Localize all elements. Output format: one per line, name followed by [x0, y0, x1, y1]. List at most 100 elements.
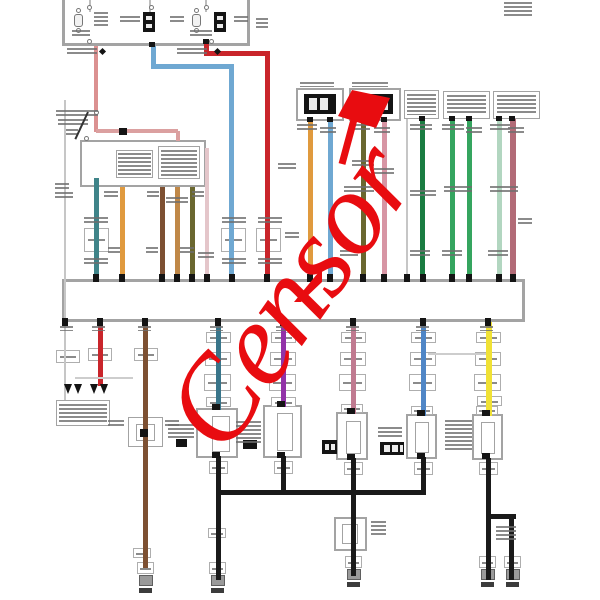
illegible-label-64 [416, 326, 429, 331]
illegible-label-71 [371, 521, 386, 535]
display-glyph-5 [146, 16, 152, 20]
illegible-label-27 [108, 247, 120, 253]
fuse-body-0 [74, 14, 83, 27]
gray-wire-bottom-seg0 [64, 322, 66, 400]
illegible-label-56 [442, 250, 462, 256]
illegible-label-31 [278, 163, 296, 169]
green-wire-1-seg0 [450, 119, 455, 279]
red-ground-wire-seg0 [98, 322, 103, 386]
connector-pin-13 [381, 274, 387, 282]
connector-pin-20 [62, 318, 68, 326]
connector-pin-35 [347, 454, 355, 460]
display-glyph-8 [217, 24, 223, 28]
connector-pin-7 [204, 274, 210, 282]
illegible-label-32 [285, 232, 299, 238]
connector-pin-27 [485, 318, 491, 326]
ground-terminal-0 [139, 588, 152, 593]
link-wire-2-seg0 [75, 377, 133, 379]
illegible-label-22 [222, 217, 246, 223]
connector-pin-4 [159, 274, 165, 282]
illegible-label-17 [166, 197, 188, 203]
illegible-label-68 [236, 421, 261, 445]
connector-pin-38 [307, 117, 313, 122]
connector-pin-42 [419, 116, 425, 121]
illegible-label-21 [84, 217, 108, 223]
connector-pin-37 [482, 453, 490, 459]
connector-pin-29 [277, 401, 285, 407]
connector-pin-45 [496, 116, 502, 121]
black-return-wire-seg3 [421, 457, 426, 492]
orange-wire-left-seg0 [120, 187, 125, 279]
illegible-label-54 [340, 250, 358, 256]
black-return-wire-seg1 [281, 456, 286, 492]
watermark-flag-icon [338, 90, 390, 165]
connector-pin-30 [347, 408, 355, 414]
pink-wire-right-seg0 [382, 121, 387, 279]
illegible-label-18 [192, 191, 204, 197]
pale-red-wire-seg0 [94, 46, 98, 132]
connector-pin-39 [327, 117, 333, 122]
display-glyph-10 [331, 444, 335, 450]
illegible-label-49 [344, 186, 374, 192]
connector-pin-23 [215, 318, 221, 326]
connector-pin-1 [140, 429, 148, 437]
illegible-label-70 [445, 420, 472, 450]
orange-wire-right-seg0 [308, 121, 313, 279]
blue-feed-wire-seg0 [151, 46, 156, 68]
illegible-label-7 [67, 48, 97, 56]
illegible-label-38 [374, 127, 390, 133]
connector-pin-11 [327, 274, 333, 282]
connector-pin-6 [189, 274, 195, 282]
illegible-label-40 [442, 124, 464, 130]
wire-label-box-38 [133, 548, 151, 558]
connector-pin-31 [417, 410, 425, 416]
blue-speaker-inner [415, 422, 429, 453]
black-return-wire-seg8 [509, 517, 514, 580]
illegible-label-23 [258, 217, 282, 223]
black-return-wire-seg7 [486, 514, 516, 519]
ground-terminal-1 [211, 588, 224, 593]
ground-arrow-0 [64, 384, 84, 395]
display-glyph-0 [309, 98, 317, 110]
display-glyph-13 [400, 445, 403, 452]
terminal-circle-3 [204, 5, 209, 10]
black-return-wire-seg5 [216, 490, 426, 495]
illegible-label-5 [190, 30, 212, 37]
connector-pin-48 [203, 39, 209, 44]
illegible-label-2 [170, 16, 184, 24]
illegible-label-9 [504, 2, 532, 16]
illegible-label-53 [518, 218, 532, 224]
fuse-top-circle-0 [76, 8, 81, 13]
illegible-label-30 [198, 252, 214, 258]
illegible-label-67 [168, 424, 194, 440]
illegible-label-55 [410, 250, 430, 256]
illegible-label-4 [72, 30, 90, 37]
illegible-label-13 [118, 153, 151, 175]
connector-pin-22 [142, 318, 148, 326]
illegible-label-57 [488, 250, 508, 256]
connector-pin-16 [449, 274, 455, 282]
illegible-label-65 [480, 326, 493, 331]
connector-pin-26 [420, 318, 426, 326]
black-return-wire-seg2 [351, 458, 356, 576]
terminal-circle-2 [149, 5, 154, 10]
purple-component-inner [277, 413, 293, 451]
ground-terminal-2 [347, 582, 360, 587]
teal-wire-left-seg0 [94, 178, 99, 279]
connector-pin-47 [149, 42, 155, 47]
blue-feed-wire-seg2 [229, 64, 234, 279]
connector-pin-8 [229, 274, 235, 282]
connector-pin-21 [97, 318, 103, 326]
wire-label-box-3 [56, 350, 80, 363]
illegible-label-47 [352, 160, 374, 166]
red-feed-wire-seg2 [265, 51, 270, 279]
illegible-label-42 [490, 124, 510, 130]
illegible-label-44 [407, 94, 436, 115]
pink-speaker-wire-seg0 [351, 322, 356, 414]
connector-pin-0 [119, 128, 127, 135]
illegible-label-72 [496, 526, 516, 542]
illegible-label-63 [346, 326, 359, 331]
display-glyph-9 [325, 444, 329, 450]
fuse-top-circle-1 [194, 8, 199, 13]
illegible-label-59 [92, 326, 105, 331]
